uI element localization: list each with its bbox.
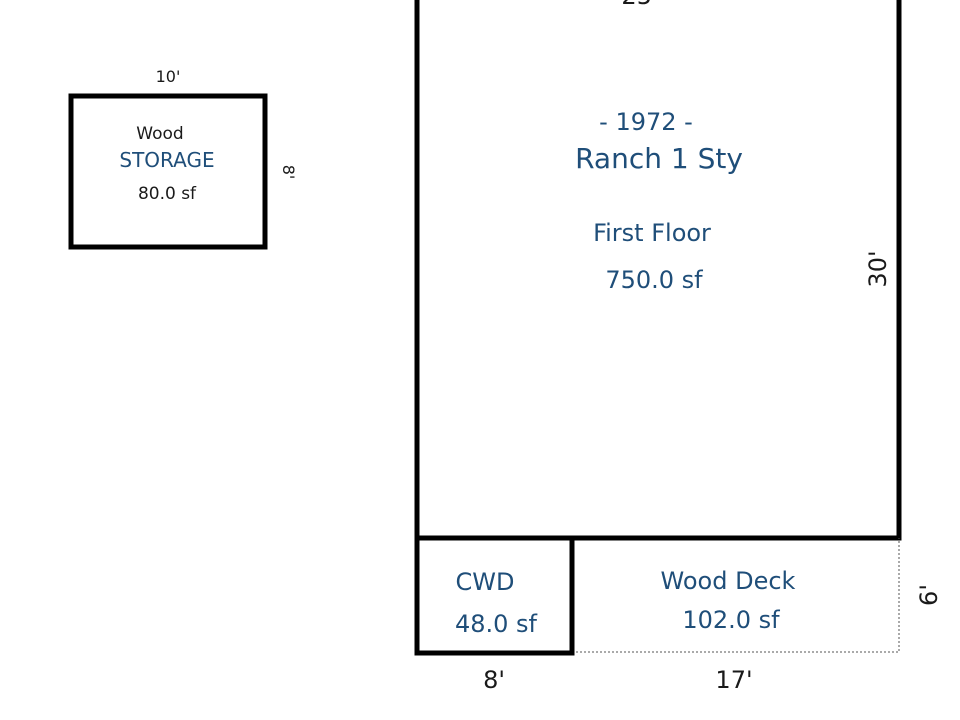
house-top-dimension-label: 25': [621, 0, 658, 10]
wood-deck-width-label: 17': [715, 666, 752, 694]
storage-depth-label: 8': [279, 165, 298, 180]
wood-deck-depth-label: 6': [915, 584, 943, 606]
house-area-label: 750.0 sf: [605, 266, 703, 294]
wood-deck-area-label: 102.0 sf: [682, 606, 780, 634]
storage-width-label: 10': [156, 67, 181, 86]
cwd-width-label: 8': [483, 666, 505, 694]
wood-deck-name-label: Wood Deck: [661, 567, 796, 595]
cwd-name-label: CWD: [456, 568, 515, 596]
house-style-label: Ranch 1 Sty: [575, 142, 743, 175]
wood-deck-outline: [572, 538, 900, 653]
house-year-label: - 1972 -: [599, 108, 693, 136]
house-floor-label: First Floor: [593, 219, 711, 247]
storage-material-label: Wood: [136, 124, 183, 144]
house-side-dimension-label: 30': [864, 250, 892, 287]
cwd-outline: [414, 535, 575, 656]
storage-area-label: 80.0 sf: [138, 184, 197, 204]
house-outline: [414, 0, 902, 541]
storage-name-label: STORAGE: [119, 148, 214, 172]
storage-shed-outline: [68, 93, 268, 250]
cwd-area-label: 48.0 sf: [455, 610, 538, 638]
